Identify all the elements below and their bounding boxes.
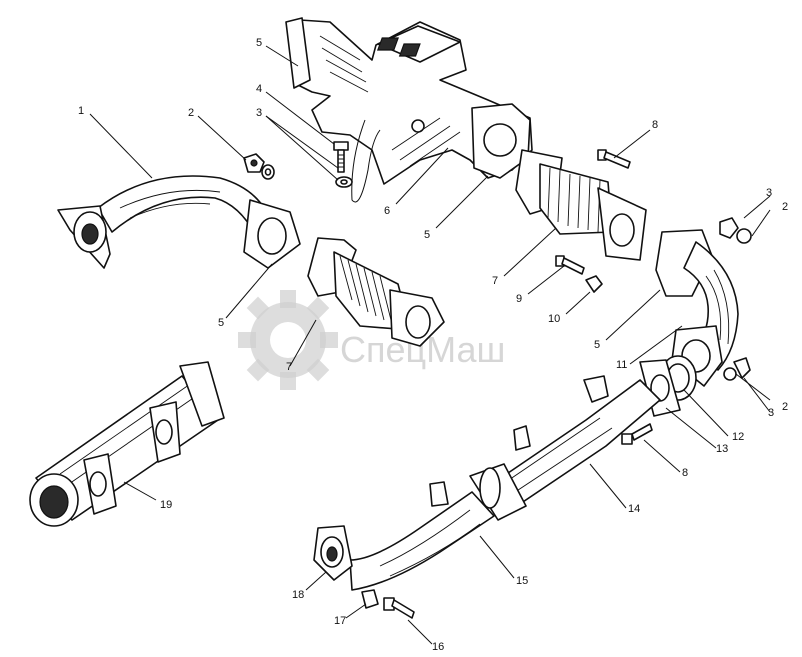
part-bolt-manifold [333, 141, 349, 173]
callout-17: 17 [334, 615, 346, 627]
part-bellows-right [515, 149, 647, 261]
part-left-elbow-pipe [57, 175, 301, 269]
part-exhaust-pipe-15 [313, 481, 495, 591]
callout-19: 19 [160, 499, 172, 511]
callout-5-left: 5 [218, 317, 224, 329]
callout-3-right-bottom: 3 [768, 407, 774, 419]
callout-5-right: 5 [594, 339, 600, 351]
callout-2-right-top: 2 [782, 201, 788, 213]
callout-13: 13 [716, 443, 728, 455]
part-washer-manifold [335, 176, 353, 188]
callout-9: 9 [516, 293, 522, 305]
callout-14: 14 [628, 503, 640, 515]
callout-3-right-top: 3 [766, 187, 772, 199]
part-nut-17 [361, 589, 379, 609]
callout-18: 18 [292, 589, 304, 601]
watermark: СпецМаш [238, 290, 505, 390]
callout-4: 4 [256, 83, 262, 95]
callout-7-left: 7 [286, 361, 292, 373]
callout-2-left: 2 [188, 107, 194, 119]
callout-7-right: 7 [492, 275, 498, 287]
callout-15: 15 [516, 575, 528, 587]
watermark-gear-icon [238, 290, 338, 390]
part-clamp-15 [469, 463, 527, 521]
callout-6: 6 [384, 205, 390, 217]
leader-lines [89, 45, 771, 645]
part-bolt-top [597, 149, 631, 169]
part-bolt-9 [555, 255, 585, 275]
callout-labels: 1 2 3 4 5 6 5 8 3 2 7 9 10 5 11 2 3 12 1… [78, 37, 788, 653]
part-nut-right-bottom [723, 357, 751, 381]
part-bolt-16 [383, 597, 415, 619]
callout-12: 12 [732, 431, 744, 443]
callout-16: 16 [432, 641, 444, 653]
part-washer-10 [585, 275, 603, 293]
part-bellows-left [307, 237, 445, 347]
part-nut-right-top [719, 217, 752, 244]
part-washer-left [261, 164, 275, 180]
callout-1: 1 [78, 105, 84, 117]
callout-5-center: 5 [424, 229, 430, 241]
part-exhaust-manifold [285, 17, 533, 203]
callout-2-right-bottom: 2 [782, 401, 788, 413]
callout-10: 10 [548, 313, 560, 325]
callout-8-top: 8 [652, 119, 658, 131]
callout-11: 11 [616, 359, 627, 371]
part-bolt-lower [621, 423, 653, 445]
callout-8-lower: 8 [682, 467, 688, 479]
part-lower-pipe-19 [29, 361, 225, 527]
callout-5-top: 5 [256, 37, 262, 49]
callout-3-left: 3 [256, 107, 262, 119]
part-nut-left [243, 153, 265, 173]
